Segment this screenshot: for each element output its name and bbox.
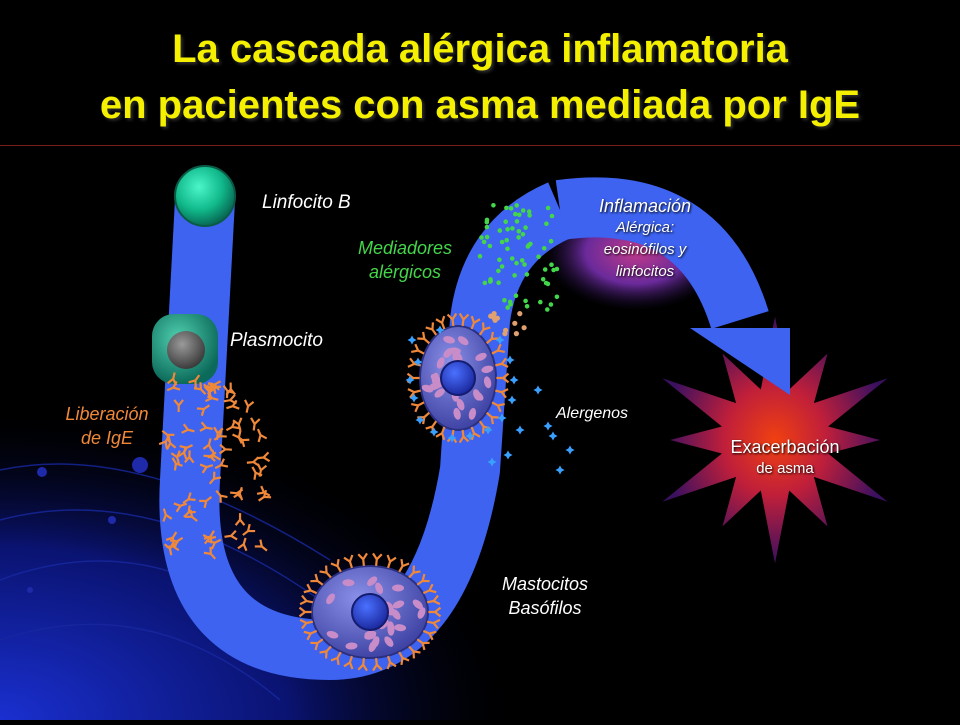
label-liberacion-ige: Liberación de IgE bbox=[52, 402, 162, 450]
label-inflamacion: Inflamación Alérgica: eosinófilos y linf… bbox=[570, 195, 720, 283]
ige-antibodies bbox=[158, 372, 272, 560]
label-inflamacion-title: Inflamación bbox=[598, 196, 692, 216]
allergen-particles bbox=[405, 325, 575, 475]
plasma-cell bbox=[152, 314, 218, 384]
label-exacerbacion: Exacerbación de asma bbox=[700, 436, 870, 480]
label-basofilos: Basófilos bbox=[508, 598, 582, 618]
label-mediadores-line2: alérgicos bbox=[368, 262, 442, 282]
label-mediadores: Mediadores alérgicos bbox=[340, 236, 470, 284]
label-linfocito-b: Linfocito B bbox=[262, 192, 351, 213]
title-line-2: en pacientes con asma mediada por IgE bbox=[99, 83, 861, 127]
allergic-mediators bbox=[477, 203, 560, 312]
label-inflamacion-line3: linfocitos bbox=[615, 263, 675, 280]
mast-cell-sensitized bbox=[298, 552, 442, 672]
label-exacerbacion-title: Exacerbación bbox=[730, 437, 840, 457]
title-divider bbox=[0, 145, 960, 146]
label-inflamacion-line1: Alérgica: bbox=[615, 219, 675, 236]
label-alergenos: Alergenos bbox=[556, 405, 629, 422]
exacerbation-star bbox=[662, 316, 888, 564]
label-mastocitos: Mastocitos bbox=[501, 574, 589, 594]
label-plasmocito: Plasmocito bbox=[230, 330, 323, 351]
b-lymphocyte-cell bbox=[174, 165, 236, 227]
label-liberacion-line1: Liberación bbox=[65, 404, 149, 424]
mast-cell-activated bbox=[406, 312, 510, 444]
label-inflamacion-line2: eosinófilos y bbox=[603, 241, 687, 258]
label-mastocitos-basofilos: Mastocitos Basófilos bbox=[480, 572, 610, 620]
label-liberacion-line2: de IgE bbox=[80, 428, 134, 448]
label-exacerbacion-sub: de asma bbox=[756, 460, 814, 477]
title-line-1: La cascada alérgica inflamatoria bbox=[172, 27, 788, 71]
granule-release bbox=[488, 311, 527, 337]
pathway-arrow-shaft bbox=[555, 177, 769, 330]
pathway-arrowhead bbox=[690, 328, 790, 395]
label-mediadores-line1: Mediadores bbox=[357, 238, 453, 258]
